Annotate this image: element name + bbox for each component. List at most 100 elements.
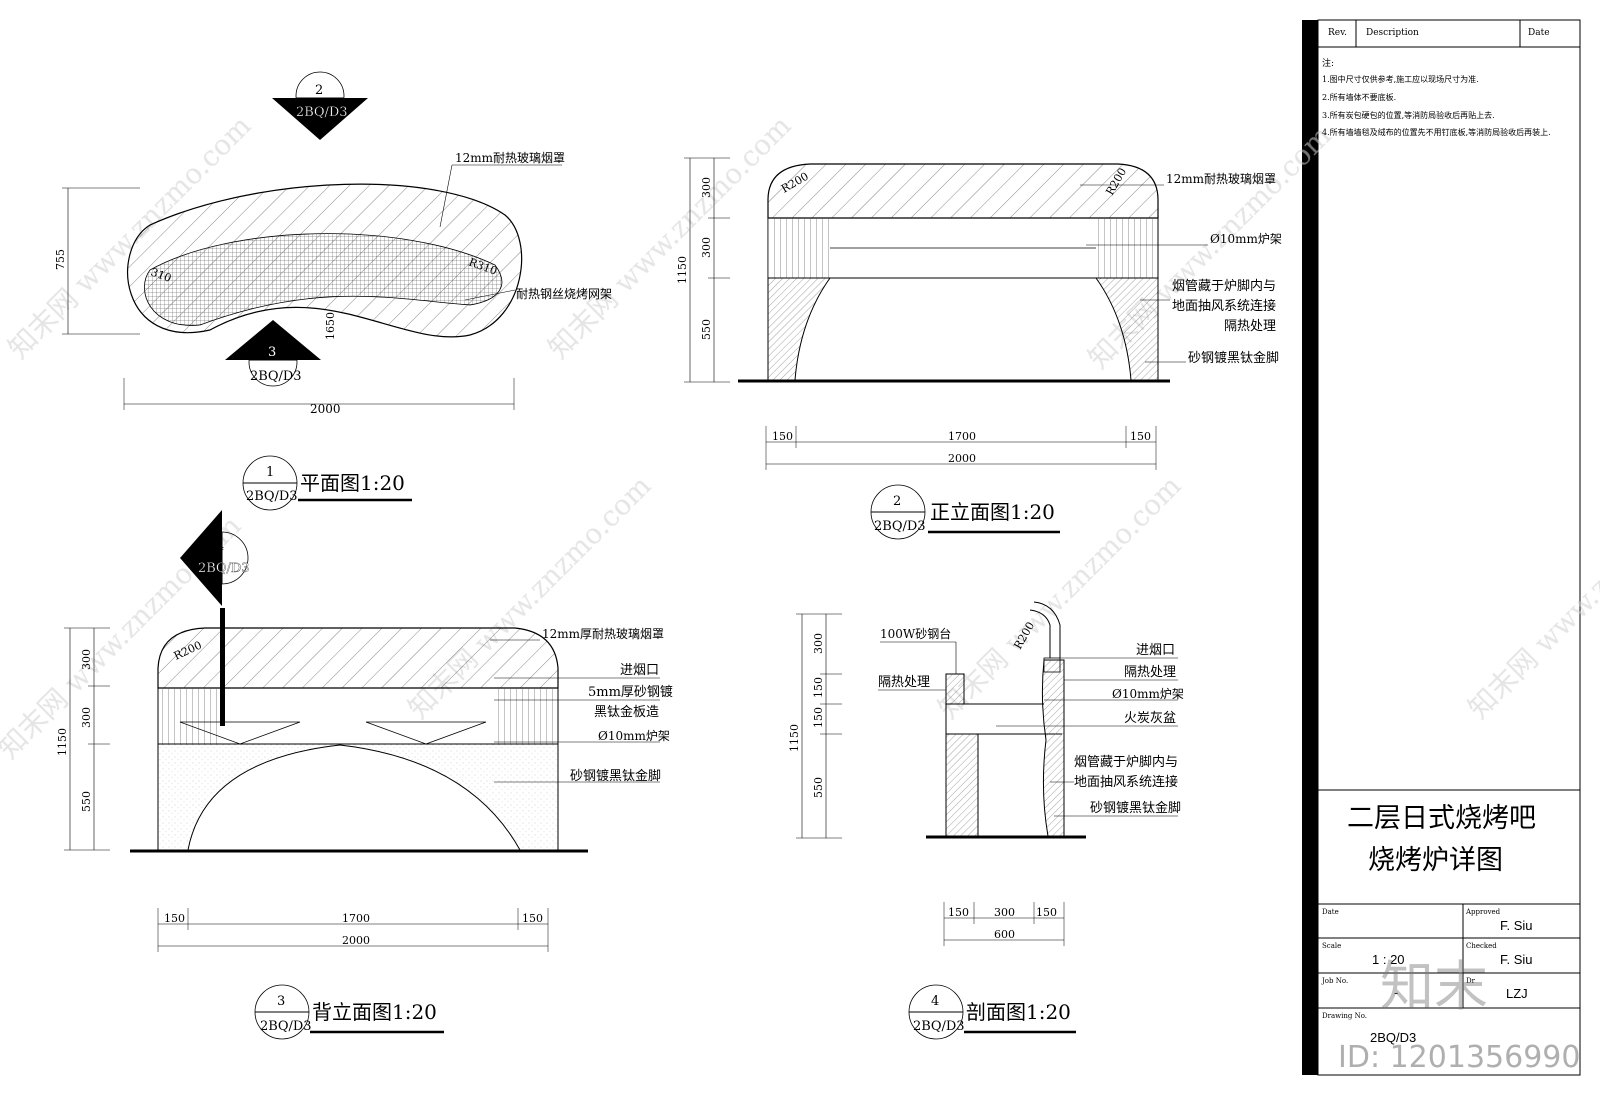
section-marker-top: 2 2BQ/D3 bbox=[272, 71, 368, 140]
svg-text:2BQ/D3: 2BQ/D3 bbox=[198, 561, 250, 576]
drawing-no-label: Drawing No. bbox=[1322, 1012, 1368, 1020]
plan-title: 1 2BQ/D3 平面图1:20 bbox=[242, 455, 412, 511]
svg-text:300: 300 bbox=[994, 906, 1015, 919]
svg-text:150: 150 bbox=[1130, 430, 1151, 443]
svg-text:2BQ/D3: 2BQ/D3 bbox=[246, 489, 298, 504]
svg-text:150: 150 bbox=[812, 677, 825, 698]
drawing-no-value: 2BQ/D3 bbox=[1370, 1030, 1417, 1045]
notes-item: 2.所有墙体不要底板. bbox=[1322, 93, 1397, 102]
section-label-pipe1: 烟管藏于炉脚内与 bbox=[1074, 754, 1178, 770]
svg-text:550: 550 bbox=[812, 777, 825, 798]
section-label-leg: 砂钢镀黑钛金脚 bbox=[1090, 800, 1181, 816]
svg-text:1: 1 bbox=[266, 465, 274, 480]
plan-dim-depth: 755 bbox=[54, 249, 67, 270]
section-label-insul-right: 隔热处理 bbox=[1124, 665, 1176, 680]
checked-value: F. Siu bbox=[1500, 952, 1533, 967]
svg-text:4: 4 bbox=[216, 539, 224, 554]
front-label-pipe1: 烟管藏于炉脚内与 bbox=[1172, 278, 1276, 294]
svg-text:150: 150 bbox=[1036, 906, 1057, 919]
svg-text:150: 150 bbox=[948, 906, 969, 919]
back-label-smoke: 进烟口 bbox=[620, 663, 659, 678]
svg-text:2: 2 bbox=[893, 494, 901, 509]
svg-text:1700: 1700 bbox=[342, 912, 370, 925]
back-label-rack: Ø10mm炉架 bbox=[598, 729, 670, 743]
svg-text:3: 3 bbox=[277, 994, 285, 1009]
svg-text:剖面图1:20: 剖面图1:20 bbox=[966, 1000, 1071, 1024]
svg-text:150: 150 bbox=[164, 912, 185, 925]
svg-text:2BQ/D3: 2BQ/D3 bbox=[913, 1019, 965, 1034]
plan-label-glass: 12mm耐热玻璃烟罩 bbox=[455, 151, 565, 165]
svg-text:2000: 2000 bbox=[948, 452, 976, 465]
svg-text:2000: 2000 bbox=[342, 934, 370, 947]
svg-text:550: 550 bbox=[80, 791, 93, 812]
svg-text:2BQ/D3: 2BQ/D3 bbox=[874, 519, 926, 534]
section-label-counter: 100W砂钢台 bbox=[880, 626, 951, 641]
front-label-pipe2: 地面抽风系统连接 bbox=[1172, 298, 1276, 314]
notes-item: 1.图中尺寸仅供参考,施工应以现场尺寸为准. bbox=[1322, 75, 1479, 84]
scale-value: 1 : 20 bbox=[1372, 952, 1405, 967]
svg-text:150: 150 bbox=[772, 430, 793, 443]
drawing-title: 烧烤炉详图 bbox=[1368, 845, 1503, 876]
svg-text:背立面图1:20: 背立面图1:20 bbox=[312, 1000, 437, 1024]
notes-heading: 注: bbox=[1322, 59, 1335, 69]
section-title: 4 2BQ/D3 剖面图1:20 bbox=[908, 984, 1076, 1040]
svg-text:300: 300 bbox=[700, 177, 713, 198]
svg-text:1150: 1150 bbox=[676, 256, 689, 284]
project-title: 二层日式烧烤吧 bbox=[1347, 803, 1536, 834]
plan-label-mesh: 耐热钢丝烧烤网架 bbox=[516, 286, 612, 301]
back-title: 3 2BQ/D3 背立面图1:20 bbox=[254, 984, 444, 1040]
svg-text:2BQ/D3: 2BQ/D3 bbox=[250, 369, 302, 384]
svg-text:2: 2 bbox=[315, 83, 323, 98]
rev-header-rev: Rev. bbox=[1328, 28, 1347, 38]
front-label-glass: 12mm耐热玻璃烟罩 bbox=[1166, 172, 1276, 186]
plan-dim-inner: 1650 bbox=[324, 312, 337, 340]
back-label-leg: 砂钢镀黑钛金脚 bbox=[570, 768, 661, 784]
front-label-heat: 隔热处理 bbox=[1224, 319, 1276, 334]
checked-label: Checked bbox=[1466, 942, 1497, 950]
front-title: 2 2BQ/D3 正立面图1:20 bbox=[870, 484, 1060, 540]
title-block bbox=[1302, 19, 1581, 1076]
svg-text:4: 4 bbox=[931, 994, 939, 1009]
svg-text:平面图1:20: 平面图1:20 bbox=[300, 471, 405, 495]
section-marker-back: 4 2BQ/D3 bbox=[180, 510, 250, 606]
svg-text:正立面图1:20: 正立面图1:20 bbox=[930, 500, 1055, 524]
front-label-leg: 砂钢镀黑钛金脚 bbox=[1188, 350, 1279, 366]
section-label-ash: 火炭灰盆 bbox=[1124, 711, 1176, 726]
watermark-text: 知末网 www.znzmo.com bbox=[1462, 469, 1600, 725]
svg-text:600: 600 bbox=[994, 928, 1015, 941]
back-label-plate2: 黑钛金板造 bbox=[594, 704, 659, 720]
svg-text:2BQ/D3: 2BQ/D3 bbox=[296, 105, 348, 120]
rev-header-date: Date bbox=[1528, 28, 1550, 38]
notes-item: 4.所有墙墙毯及绒布的位置先不用钉底板,等消防局验收后再装上. bbox=[1322, 128, 1551, 137]
svg-text:300: 300 bbox=[812, 633, 825, 654]
front-elevation: R200 R200 12mm耐热玻璃烟罩 Ø10mm炉架 烟管藏于炉脚内与 地面… bbox=[676, 157, 1282, 540]
plan-view: 12mm耐热玻璃烟罩 耐热钢丝烧烤网架 310 R310 755 1650 20… bbox=[54, 71, 612, 511]
job-value: - bbox=[1394, 985, 1399, 1000]
svg-text:3: 3 bbox=[268, 345, 276, 360]
svg-text:300: 300 bbox=[80, 707, 93, 728]
notes-item: 3.所有炭包硬包的位置,等消防局验收后再贴上去. bbox=[1322, 111, 1495, 120]
section-view: R200 100W砂钢台 隔热处理 进烟口 隔热处理 Ø10mm炉架 火炭灰盆 … bbox=[788, 601, 1184, 1040]
svg-text:2BQ/D3: 2BQ/D3 bbox=[260, 1019, 312, 1034]
section-label-insul-left: 隔热处理 bbox=[878, 675, 930, 690]
scale-label: Scale bbox=[1322, 942, 1342, 950]
svg-text:550: 550 bbox=[700, 319, 713, 340]
front-label-rack: Ø10mm炉架 bbox=[1210, 232, 1282, 246]
drawn-value: LZJ bbox=[1506, 986, 1528, 1001]
section-marker-bottom: 3 2BQ/D3 bbox=[225, 320, 321, 387]
plan-mesh-grill bbox=[144, 233, 503, 326]
approved-value: F. Siu bbox=[1500, 918, 1533, 933]
date-label: Date bbox=[1322, 908, 1339, 916]
back-label-glass: 12mm厚耐热玻璃烟罩 bbox=[542, 627, 664, 641]
svg-text:300: 300 bbox=[80, 649, 93, 670]
section-label-rack: Ø10mm炉架 bbox=[1112, 687, 1184, 701]
svg-text:150: 150 bbox=[522, 912, 543, 925]
watermark-logo: 知末 bbox=[1380, 955, 1488, 1018]
watermark-text: 知末网 www.znzmo.com bbox=[542, 109, 798, 365]
svg-text:1150: 1150 bbox=[788, 724, 801, 752]
section-label-smoke: 进烟口 bbox=[1136, 643, 1175, 658]
job-label: Job No. bbox=[1322, 977, 1349, 985]
plan-dim-width: 2000 bbox=[310, 402, 341, 416]
section-label-pipe2: 地面抽风系统连接 bbox=[1074, 774, 1178, 790]
